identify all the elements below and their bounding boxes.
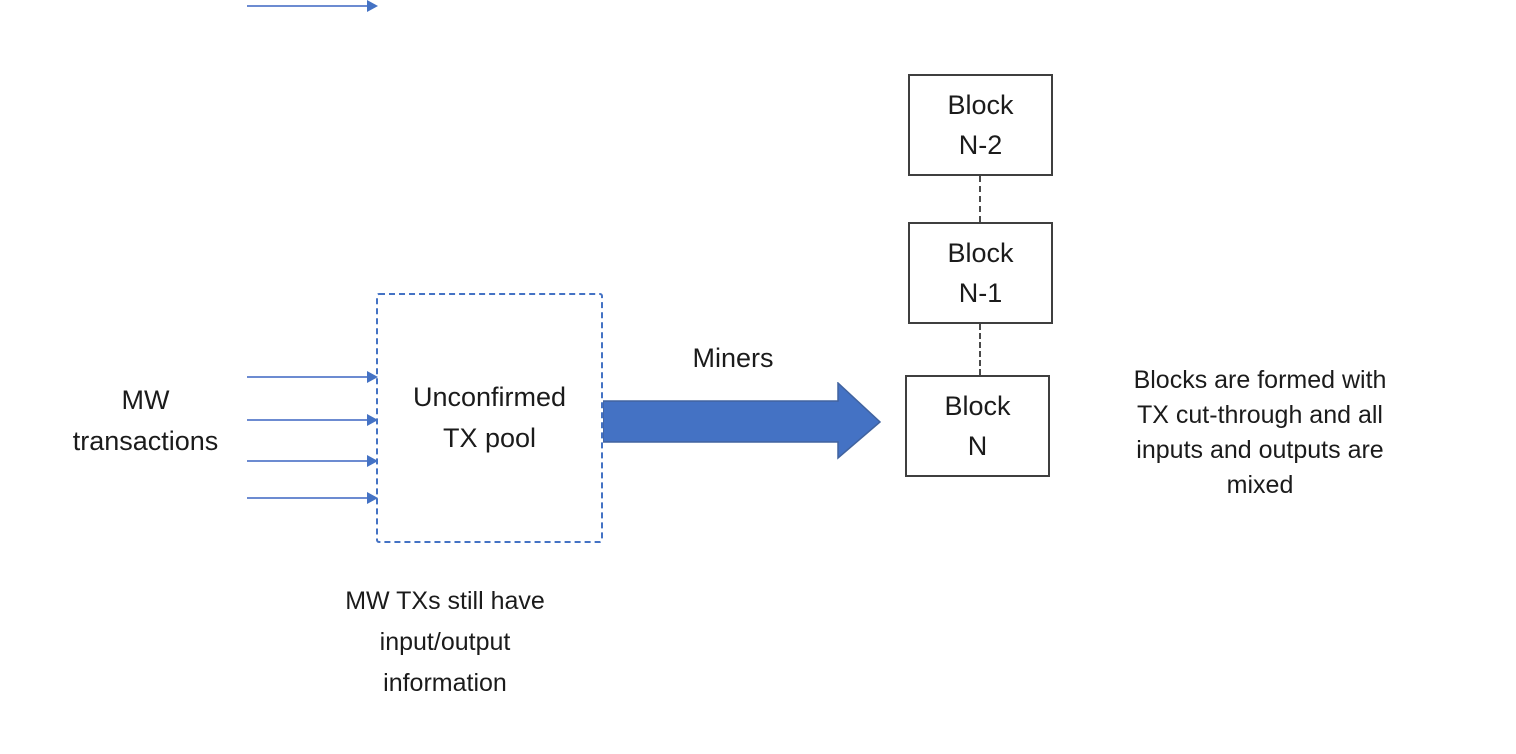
block-n1-box: Block N-1	[908, 222, 1053, 324]
tx-input-arrow-icon	[247, 455, 378, 467]
unconfirmed-tx-pool-label: Unconfirmed TX pool	[412, 382, 567, 453]
arrow-head-icon	[367, 414, 378, 426]
block-n1-label: Block N-1	[947, 238, 1014, 308]
tx-input-arrow-icon	[247, 0, 378, 12]
mw-transactions-label: MW transactions	[72, 385, 219, 456]
arrow-shaft	[247, 460, 367, 462]
arrow-shaft	[247, 376, 367, 378]
unconfirmed-tx-pool-box: Unconfirmed TX pool	[376, 293, 603, 543]
arrow-head-icon	[367, 455, 378, 467]
arrow-head-icon	[367, 0, 378, 12]
block-n-box: Block N	[905, 375, 1050, 477]
arrow-head-icon	[367, 371, 378, 383]
pool-note-label: MW TXs still have input/output informati…	[345, 587, 545, 697]
miners-label: Miners	[692, 343, 774, 373]
tx-input-arrow-icon	[247, 414, 378, 426]
block-n2-box: Block N-2	[908, 74, 1053, 176]
arrow-shaft	[247, 497, 367, 499]
arrow-shaft	[247, 5, 367, 7]
tx-input-arrow-icon	[247, 492, 378, 504]
block-n2-label: Block N-2	[947, 90, 1014, 160]
chain-connector	[979, 176, 981, 222]
arrow-shaft	[247, 419, 367, 421]
block-n-label: Block N	[944, 391, 1011, 461]
chain-connector	[979, 324, 981, 375]
miners-block-arrow-icon	[603, 382, 882, 460]
blocks-annotation-label: Blocks are formed with TX cut-through an…	[1133, 366, 1387, 499]
arrow-head-icon	[367, 492, 378, 504]
tx-input-arrow-icon	[247, 371, 378, 383]
